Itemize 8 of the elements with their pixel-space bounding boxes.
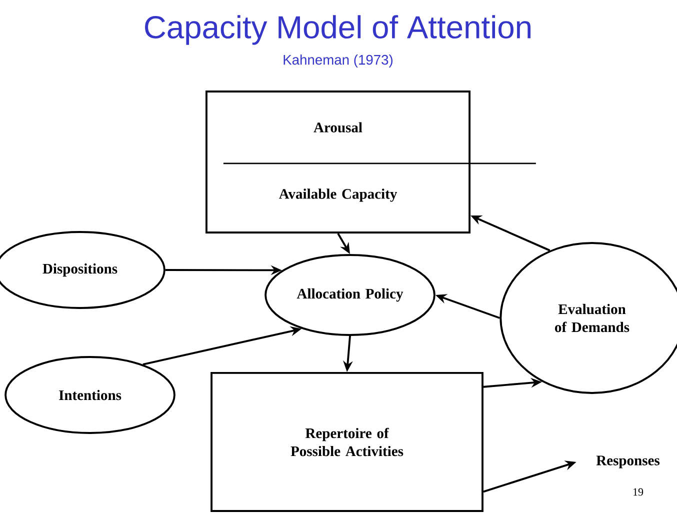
oval-node: Allocation Policy — [264, 254, 436, 336]
process-box: Repertoire of Possible Activities — [210, 372, 484, 512]
page-number: 19 — [633, 488, 644, 496]
output-label: Responses — [596, 456, 660, 468]
subtitle: Kahneman (1973) — [284, 54, 392, 68]
process-box: Arousal Available Capacity — [206, 90, 536, 234]
title: Capacity Model of Attention — [145, 15, 530, 45]
oval-node: Intentions — [4, 356, 176, 434]
